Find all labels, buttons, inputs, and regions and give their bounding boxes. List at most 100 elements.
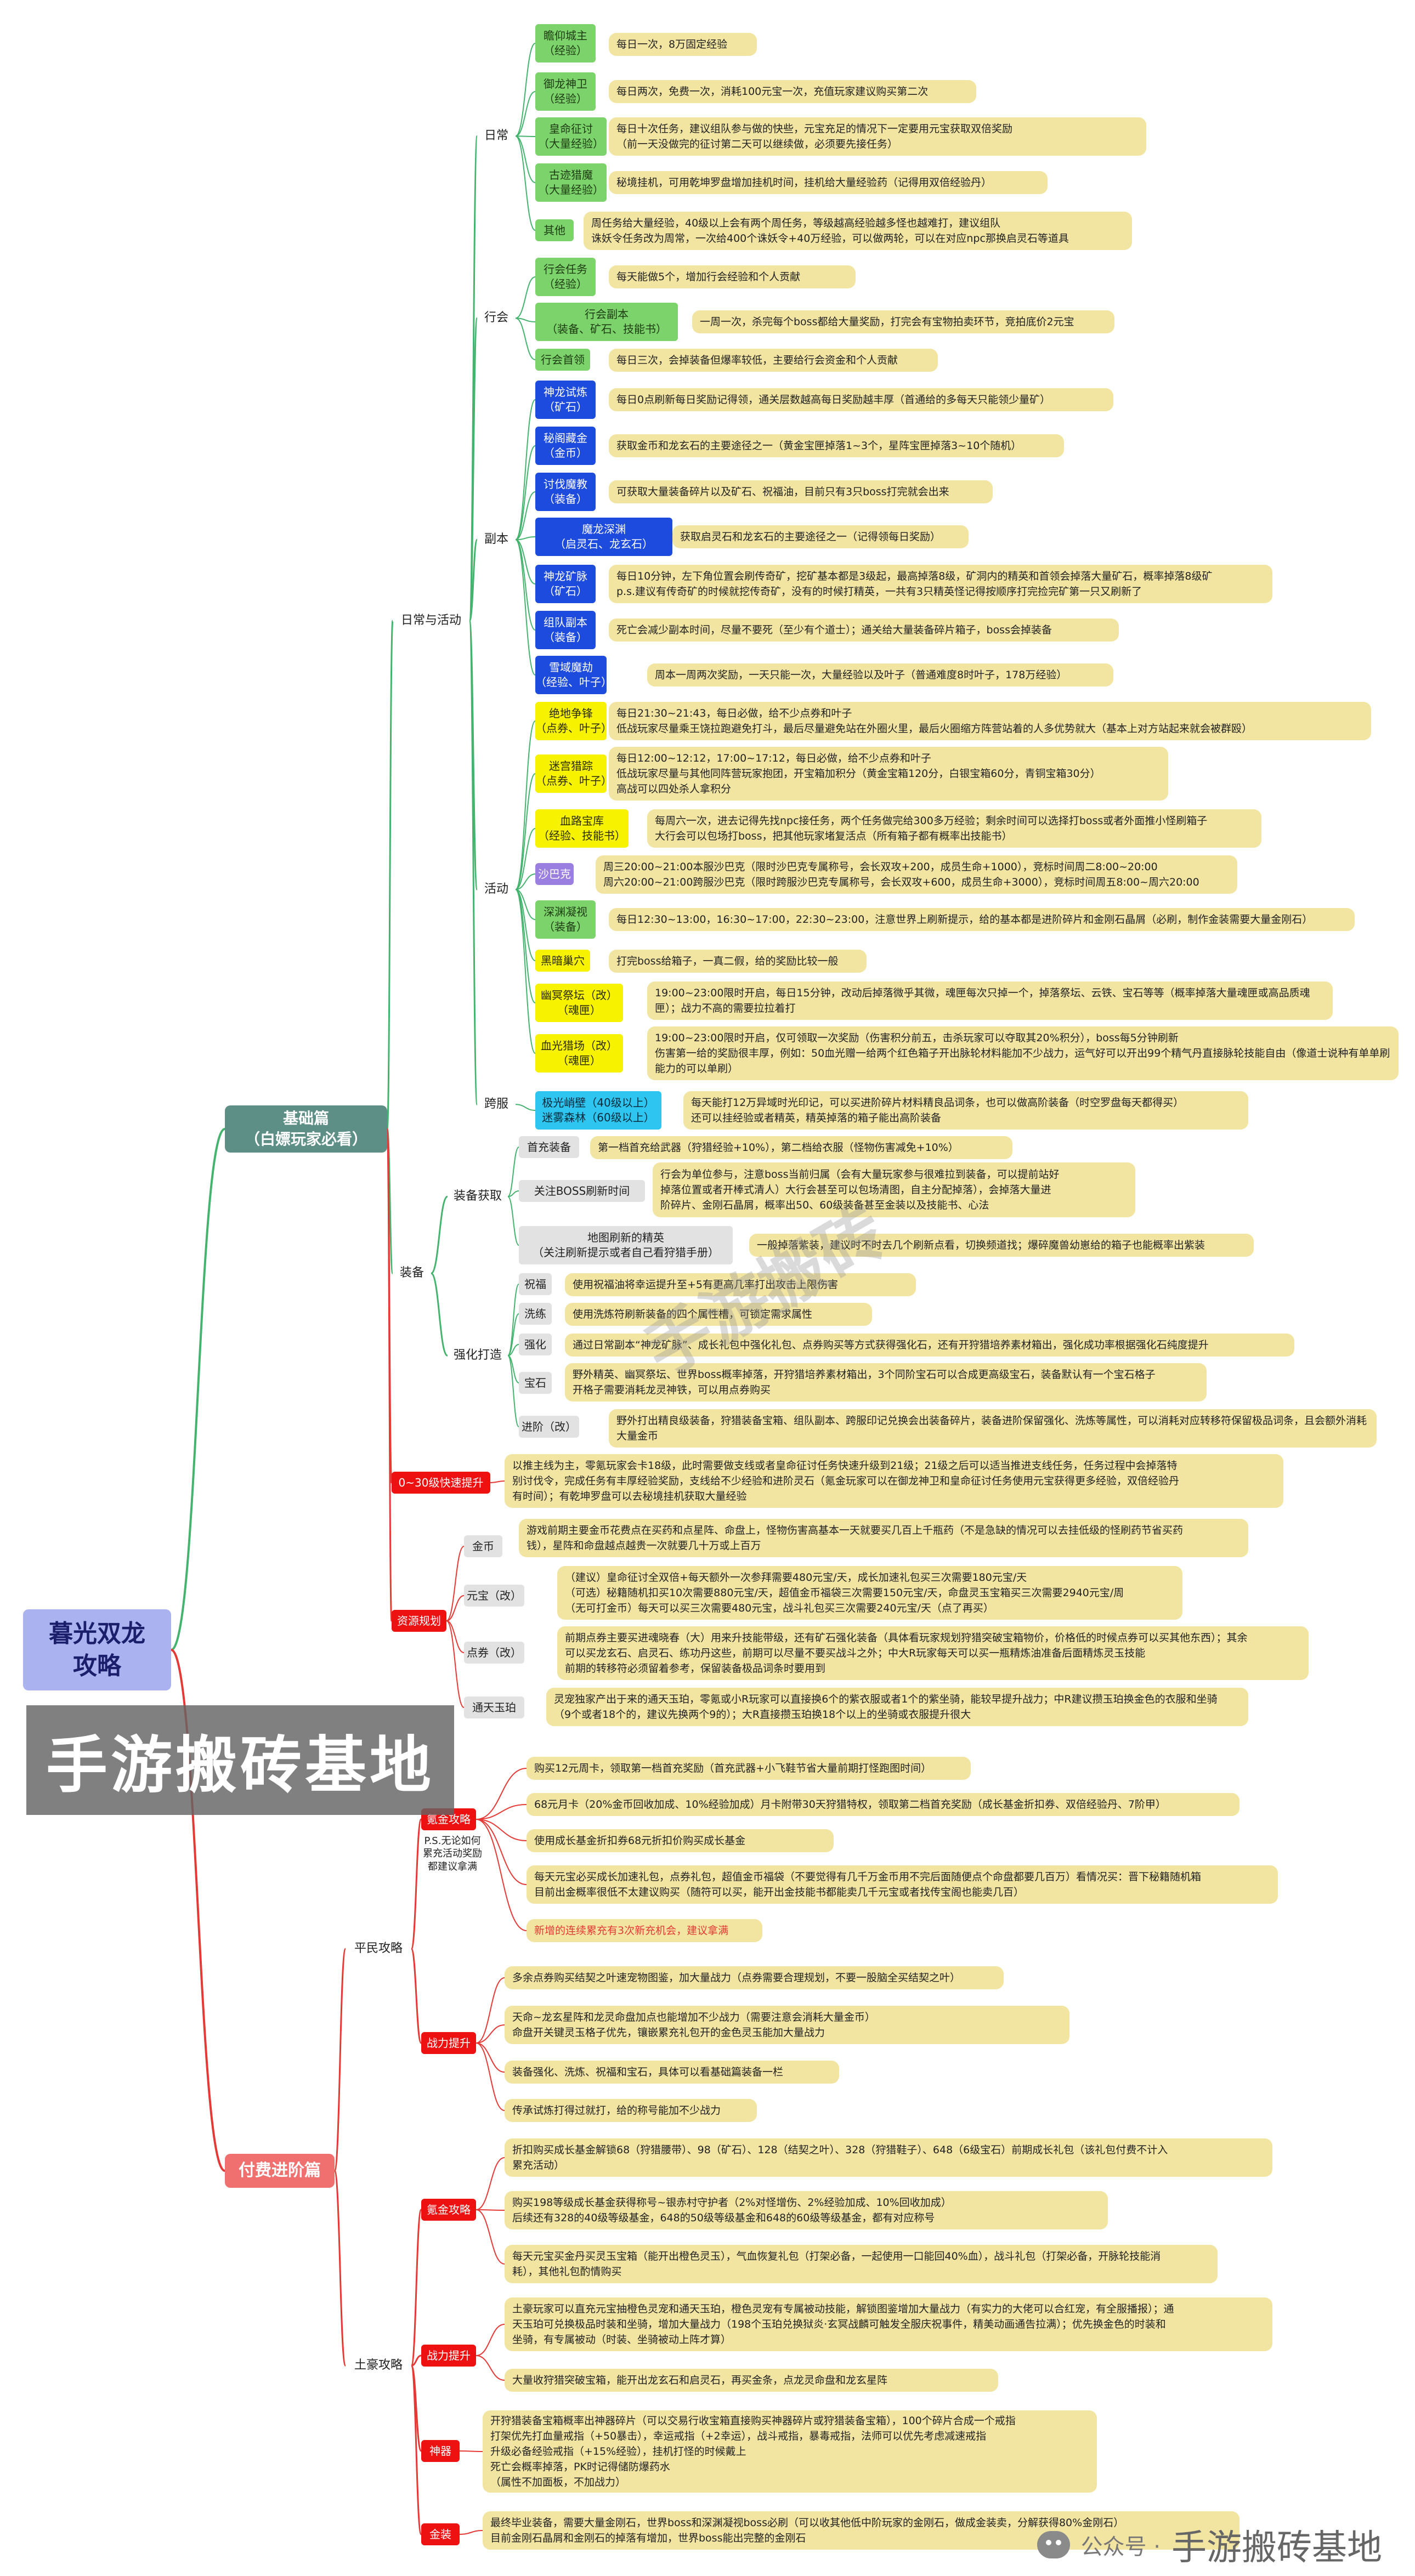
note-strengthen-1: 使用祝福油将幸运提升至+5有更高几率打出攻击上限伤害: [565, 1273, 916, 1296]
node-activity-8[interactable]: 血光猎场（改） （魂匣）: [535, 1034, 623, 1073]
note-daily-3: 每日十次任务，建议组队参与做的快些，元宝充足的情况下一定要用元宝获取双倍奖励 （…: [609, 117, 1146, 156]
connector-edge: [431, 1195, 448, 1274]
connector-edge: [515, 539, 536, 676]
node-activity-5[interactable]: 深渊凝视 （装备）: [535, 900, 596, 939]
node-strengthen-2[interactable]: 洗练: [519, 1303, 552, 1325]
cat-strengthen[interactable]: 强化打造: [453, 1348, 502, 1362]
connector-edge: [476, 1977, 505, 2044]
node-dungeon-1[interactable]: 神龙试炼 （矿石）: [535, 381, 596, 419]
node-daily-4[interactable]: 古迹猎魔 （大量经验）: [535, 163, 607, 202]
note-fund-civilian-2: 68元月卡（20%金币回收加成、10%经验加成）月卡附带30天狩猎特权，领取第二…: [527, 1793, 1239, 1816]
node-daily-5[interactable]: 其他: [535, 219, 574, 241]
node-resource-2[interactable]: 元宝（改）: [464, 1585, 524, 1607]
cat-fast-level[interactable]: 0~30级快速提升: [392, 1472, 490, 1494]
connector-edge: [515, 135, 536, 137]
node-resource-3[interactable]: 点券（改）: [464, 1642, 524, 1664]
node-strengthen-4[interactable]: 宝石: [519, 1372, 552, 1394]
cat-gold-equip[interactable]: 金装: [421, 2523, 460, 2545]
connector-edge: [515, 135, 536, 183]
node-daily-3[interactable]: 皇命征讨 （大量经验）: [535, 117, 607, 156]
cat-cross-server[interactable]: 跨服: [484, 1097, 508, 1111]
node-activity-3[interactable]: 血路宝库 （经验、技能书）: [535, 809, 629, 848]
cat-equip-get[interactable]: 装备获取: [453, 1189, 502, 1203]
note-strengthen-5: 野外打出精良级装备，狩猎装备宝箱、组队副本、跨服印记兑换会出装备碎片，装备进阶保…: [609, 1409, 1377, 1448]
section-basic[interactable]: 基础篇 （白嫖玩家必看）: [225, 1105, 387, 1153]
node-dungeon-4[interactable]: 魔龙深渊 （启灵石、龙玄石）: [535, 518, 672, 556]
node-daily-1[interactable]: 瞻仰城主 （经验）: [535, 24, 596, 63]
connector-edge: [515, 445, 536, 541]
note-equip-1: 第一档首充给武器（狩猎经验+10%），第二档给衣服（怪物伤害减免+10%）: [590, 1136, 1012, 1159]
note-equip-2: 行会为单位参与，注意boss当前归属（会有大量玩家参与很难拉到装备，可以提前站好…: [653, 1162, 1135, 1217]
connector-edge: [476, 1819, 527, 1885]
node-equip-2[interactable]: 关注BOSS刷新时间: [519, 1180, 645, 1202]
note-activity-3: 每周六一次，进去记得先找npc接任务，两个任务做完给300多万经验；剩余时间可以…: [647, 809, 1261, 848]
node-strengthen-5[interactable]: 进阶（改）: [519, 1416, 579, 1438]
note-activity-6: 打完boss给箱子，一真二假，给的奖励比较一般: [609, 950, 867, 973]
node-resource-4[interactable]: 通天玉珀: [464, 1696, 524, 1718]
connector-edge: [410, 2364, 422, 2535]
node-resource-1[interactable]: 金币: [464, 1535, 502, 1557]
note-gold-equip: 最终毕业装备，需要大量金刚石，世界boss和深渊凝视boss必刷（可以收其他低中…: [483, 2511, 1239, 2550]
node-equip-1[interactable]: 首充装备: [519, 1136, 579, 1158]
cat-equipment[interactable]: 装备: [399, 1266, 424, 1280]
note-dungeon-6: 死亡会减少副本时间，尽量不要死（至少有个道士）；通关给大量装备碎片箱子，boss…: [609, 619, 1119, 642]
cat-rich[interactable]: 土豪攻略: [354, 2358, 403, 2372]
cat-resource[interactable]: 资源规划: [392, 1610, 446, 1632]
node-activity-4[interactable]: 沙巴克: [535, 863, 574, 885]
connector-edge: [515, 536, 536, 541]
connector-edge: [468, 317, 478, 622]
node-equip-3[interactable]: 地图刷新的精英 （关注刷新提示或者自己看狩猎手册）: [519, 1226, 733, 1264]
node-cross-server[interactable]: 极光峭壁（40级以上） 迷雾森林（60级以上）: [535, 1091, 661, 1130]
cat-daily-activity[interactable]: 日常与活动: [400, 614, 461, 627]
node-activity-1[interactable]: 绝地争锋 （点券、叶子）: [535, 702, 612, 740]
note-activity-8: 19:00~23:00限时开启，仅可领取一次奖励（伤害积分前五，击杀玩家可以夺取…: [647, 1026, 1399, 1080]
node-activity-7[interactable]: 幽冥祭坛（改） （魂匣）: [535, 984, 623, 1022]
cat-artifact[interactable]: 神器: [421, 2440, 460, 2462]
cat-civilian[interactable]: 平民攻略: [354, 1942, 403, 1955]
node-dungeon-6[interactable]: 组队副本 （装备）: [535, 611, 596, 649]
connector-edge: [507, 1344, 519, 1357]
root-node[interactable]: 暮光双龙 攻略: [23, 1609, 171, 1690]
connector-edge: [476, 1819, 527, 1931]
cat-activity[interactable]: 活动: [484, 882, 508, 896]
connector-edge: [333, 2170, 347, 2367]
note-activity-4: 周三20:00~21:00本服沙巴克（限时沙巴克专属称号，会长双攻+200，成员…: [596, 855, 1237, 894]
node-guild-1[interactable]: 行会任务 （经验）: [535, 258, 596, 296]
connector-edge: [515, 720, 536, 890]
node-strengthen-3[interactable]: 强化: [519, 1334, 552, 1355]
connector-edge: [459, 2530, 483, 2535]
cat-daily[interactable]: 日常: [484, 129, 508, 143]
cat-dungeon[interactable]: 副本: [484, 532, 508, 546]
connector-edge: [476, 2209, 505, 2265]
node-activity-2[interactable]: 迷宫猎踪 （点券、叶子）: [535, 754, 612, 793]
fund-ps-note: P.S.无论如何 累充活动奖励 都建议拿满: [423, 1835, 482, 1873]
node-guild-2[interactable]: 行会副本 （装备、矿石、技能书）: [535, 303, 678, 341]
cat-guild[interactable]: 行会: [484, 311, 508, 325]
node-daily-2[interactable]: 御龙神卫 （经验）: [535, 72, 596, 111]
note-guild-3: 每日三次，会掉装备但爆率较低，主要给行会资金和个人贡献: [609, 349, 938, 372]
cat-power-civilian[interactable]: 战力提升: [421, 2032, 476, 2054]
section-paid[interactable]: 付费进阶篇: [225, 2154, 335, 2188]
note-resource-3: 前期点券主要买进魂晓春（大）用来升技能带级，还有矿石强化装备（具体看玩家规划狩猎…: [557, 1626, 1309, 1680]
cat-fund-rich[interactable]: 氪金攻略: [421, 2199, 476, 2221]
connector-edge: [476, 2157, 505, 2210]
connector-edge: [476, 1804, 527, 1820]
node-dungeon-5[interactable]: 神龙矿脉 （矿石）: [535, 565, 596, 603]
connector-edge: [468, 538, 478, 622]
node-dungeon-3[interactable]: 讨伐魔教 （装备）: [535, 473, 596, 511]
connector-edge: [490, 1480, 505, 1483]
note-dungeon-4: 获取启灵石和龙玄石的主要途径之一（记得领每日奖励）: [672, 525, 969, 548]
note-power-civilian-2: 天命~龙玄星阵和龙灵命盘加点也能增加不少战力（需要注意会消耗大量金币） 命盘开关…: [505, 2006, 1069, 2044]
connector-edge: [515, 873, 536, 890]
node-guild-3[interactable]: 行会首领: [535, 349, 590, 371]
brand-banner: 手游搬砖基地: [26, 1705, 454, 1815]
note-equip-3: 一般掉落紫装，建议时不时去几个刷新点看，切换频道找；爆碎魔兽幼崽给的箱子也能概率…: [749, 1234, 1254, 1257]
node-strengthen-1[interactable]: 祝福: [519, 1273, 552, 1295]
node-dungeon-2[interactable]: 秘阁藏金 （金币）: [535, 427, 596, 465]
node-dungeon-7[interactable]: 雪域魔劫 （经验、叶子）: [535, 656, 612, 694]
cat-power-rich[interactable]: 战力提升: [421, 2345, 476, 2367]
node-activity-6[interactable]: 黑暗巢穴: [535, 950, 590, 972]
note-fast-level: 以推主线为主，零氪玩家会卡18级，此时需要做支线或者皇命征讨任务快速升级到21级…: [505, 1454, 1283, 1508]
